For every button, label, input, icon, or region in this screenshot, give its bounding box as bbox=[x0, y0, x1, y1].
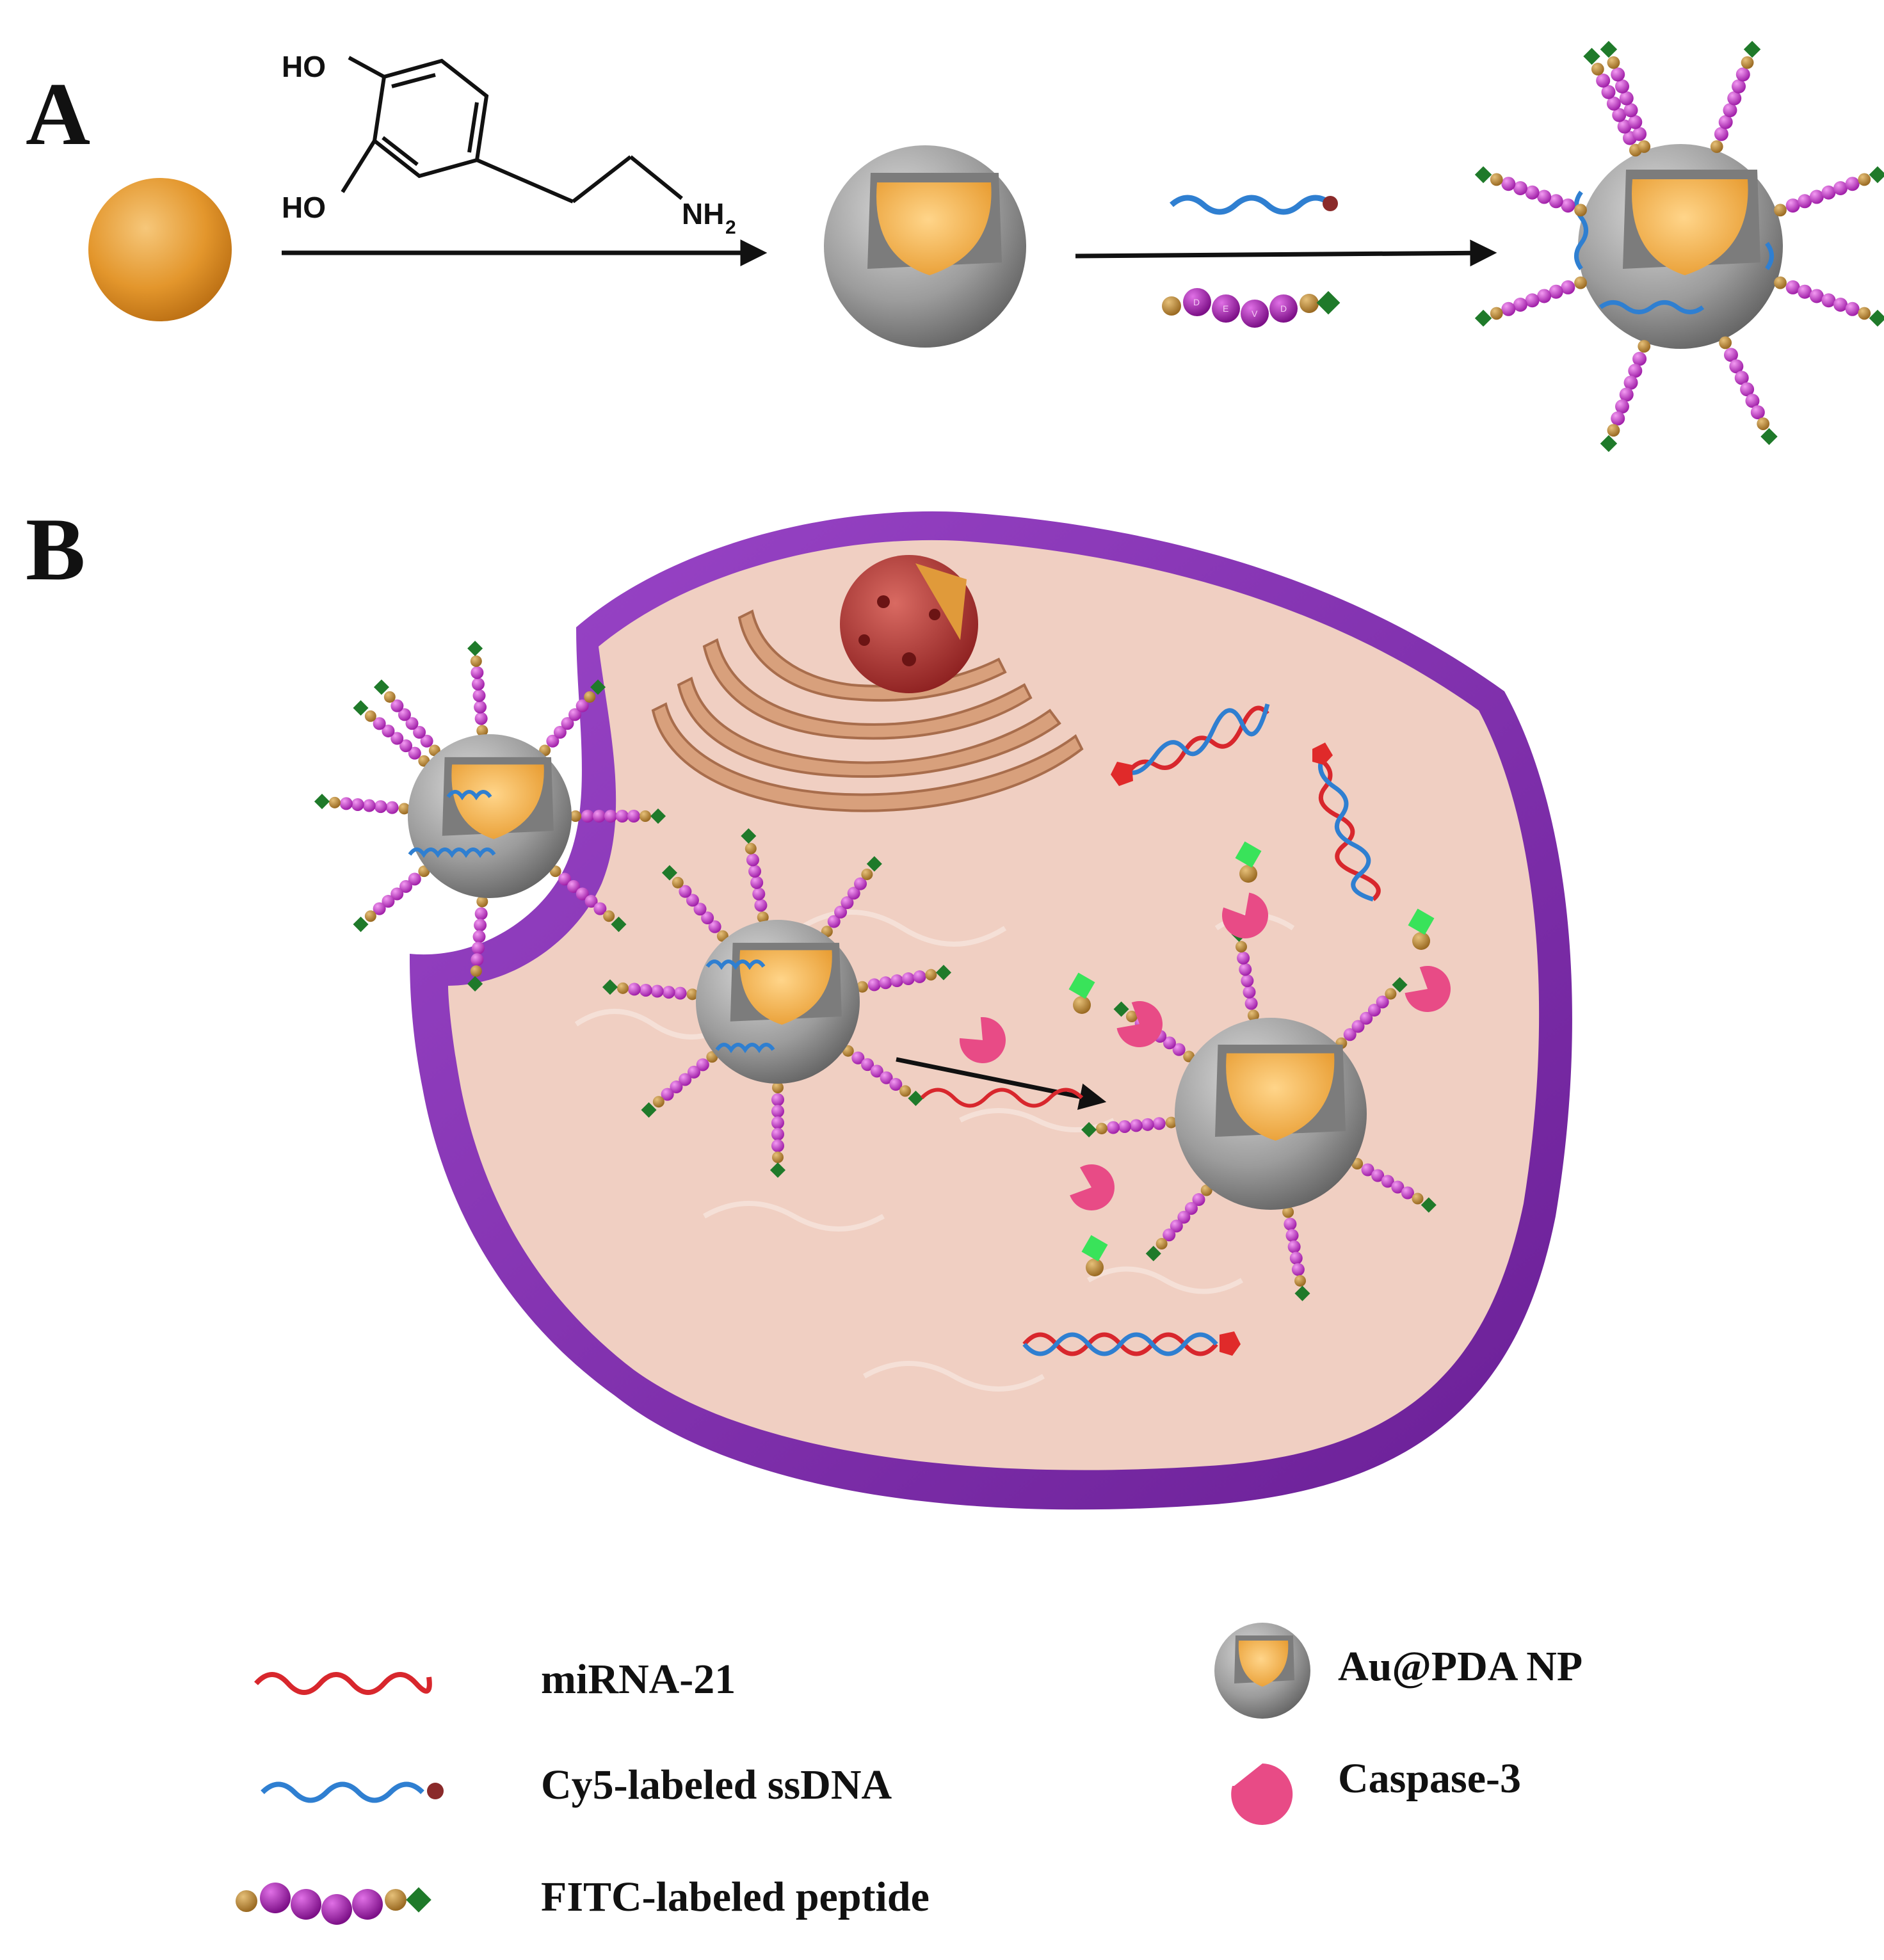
legend-caspase-icon bbox=[1231, 1763, 1293, 1825]
peptide-spoke bbox=[821, 856, 882, 938]
au-pda-np-a bbox=[824, 145, 1026, 348]
release-arrow bbox=[896, 1057, 1107, 1110]
legend-np-label: Au@PDA NP bbox=[1338, 1643, 1582, 1690]
peptide-spoke bbox=[373, 679, 440, 757]
ssdna-strand bbox=[446, 790, 492, 801]
caspase-3-icon bbox=[1405, 966, 1451, 1012]
legend-peptide-label: FITC-labeled peptide bbox=[541, 1874, 930, 1920]
peptide-letter-4: D bbox=[1280, 303, 1287, 314]
peptide-reagent bbox=[1162, 288, 1341, 328]
peptide-spoke bbox=[570, 808, 666, 824]
chem-ho-top: HO bbox=[282, 50, 326, 83]
nucleus bbox=[840, 555, 978, 693]
legend-ssdna-label: Cy5-labeled ssDNA bbox=[541, 1762, 892, 1808]
duplex-2 bbox=[1312, 743, 1381, 902]
caspase-3-icon bbox=[960, 1017, 1006, 1063]
legend-ssdna-icon bbox=[261, 1781, 424, 1803]
peptide-spokes-a bbox=[1474, 40, 1884, 453]
legend-peptide-icon bbox=[236, 1883, 431, 1925]
legend-mirna-icon bbox=[254, 1672, 432, 1695]
peptide-spoke bbox=[1081, 1116, 1177, 1137]
functionalized-np-a bbox=[1574, 144, 1783, 349]
peptide-letter-3: V bbox=[1252, 309, 1258, 319]
au-pda-np bbox=[696, 920, 860, 1084]
peptide-spoke bbox=[1282, 1206, 1310, 1301]
nanoparticles-b bbox=[314, 640, 1437, 1301]
peptide-spoke bbox=[1335, 977, 1408, 1049]
caspase-3-icon bbox=[1116, 1001, 1163, 1047]
panel-a-label: A bbox=[26, 65, 90, 164]
cleaved-fitc-fragment bbox=[1408, 908, 1435, 950]
peptide-spoke bbox=[1351, 1158, 1437, 1213]
peptide-letter-1: D bbox=[1193, 297, 1200, 307]
peptide-spoke bbox=[769, 1082, 786, 1178]
peptide-spoke bbox=[1774, 166, 1884, 217]
duplex-1 bbox=[1111, 703, 1270, 786]
peptide-spoke bbox=[1600, 40, 1651, 153]
legend-caspase-label: Caspase-3 bbox=[1338, 1755, 1521, 1802]
au-pda-np bbox=[408, 734, 572, 898]
gold-nanoparticle bbox=[88, 178, 232, 321]
caspase-group bbox=[960, 841, 1451, 1276]
legend-np-icon bbox=[1214, 1623, 1310, 1719]
peptide-spoke bbox=[602, 979, 698, 1000]
ssdna-strand bbox=[715, 1043, 775, 1054]
chem-amine: NH bbox=[682, 197, 724, 230]
peptide-spoke bbox=[314, 794, 410, 815]
caspase-3-icon bbox=[1222, 892, 1268, 938]
peptide-spoke bbox=[661, 865, 729, 942]
cleaved-fitc-fragment bbox=[1235, 841, 1262, 883]
peptide-letter-2: E bbox=[1223, 303, 1228, 314]
peptide-spoke bbox=[353, 700, 430, 767]
au-pda-np bbox=[1175, 1018, 1367, 1210]
chem-ho-bottom: HO bbox=[282, 191, 326, 224]
chem-amine-subscript: 2 bbox=[725, 217, 736, 238]
ssdna-reagent bbox=[1170, 195, 1333, 215]
peptide-spoke bbox=[842, 1045, 924, 1106]
caspase-3-icon bbox=[1070, 1164, 1115, 1211]
peptide-spoke bbox=[353, 865, 430, 933]
cleaved-fitc-fragment bbox=[1081, 1235, 1108, 1276]
peptide-spoke bbox=[1600, 340, 1651, 453]
peptide-spoke bbox=[641, 1051, 718, 1118]
golgi-apparatus bbox=[651, 609, 1084, 812]
mirna-in-cell bbox=[920, 1088, 1084, 1108]
peptide-spoke bbox=[467, 896, 488, 992]
peptide-spoke bbox=[856, 965, 952, 993]
duplex-3 bbox=[1022, 1331, 1241, 1356]
panel-b-label: B bbox=[26, 500, 85, 599]
peptide-spoke bbox=[549, 865, 627, 933]
cleaved-fitc-fragment bbox=[1068, 972, 1095, 1014]
ssdna-strand bbox=[408, 847, 496, 858]
peptide-spoke bbox=[1474, 276, 1587, 327]
legend: miRNA-21 Cy5-labeled ssDNA FITC-labeled … bbox=[236, 1623, 1582, 1925]
peptide-spoke bbox=[1719, 336, 1778, 446]
legend-cy5-icon bbox=[427, 1783, 444, 1799]
cy5-dye-icon bbox=[1323, 196, 1338, 211]
dopamine-structure bbox=[341, 56, 683, 204]
peptide-spoke bbox=[1774, 276, 1884, 327]
peptide-spoke bbox=[741, 828, 769, 924]
peptide-spoke bbox=[1710, 40, 1761, 153]
peptide-spoke bbox=[1474, 166, 1587, 217]
reaction-arrow-2 bbox=[1075, 239, 1497, 267]
peptide-spoke bbox=[467, 640, 488, 737]
ssdna-strand bbox=[705, 960, 766, 970]
peptide-spoke bbox=[539, 679, 606, 757]
legend-mirna-label: miRNA-21 bbox=[541, 1656, 736, 1703]
